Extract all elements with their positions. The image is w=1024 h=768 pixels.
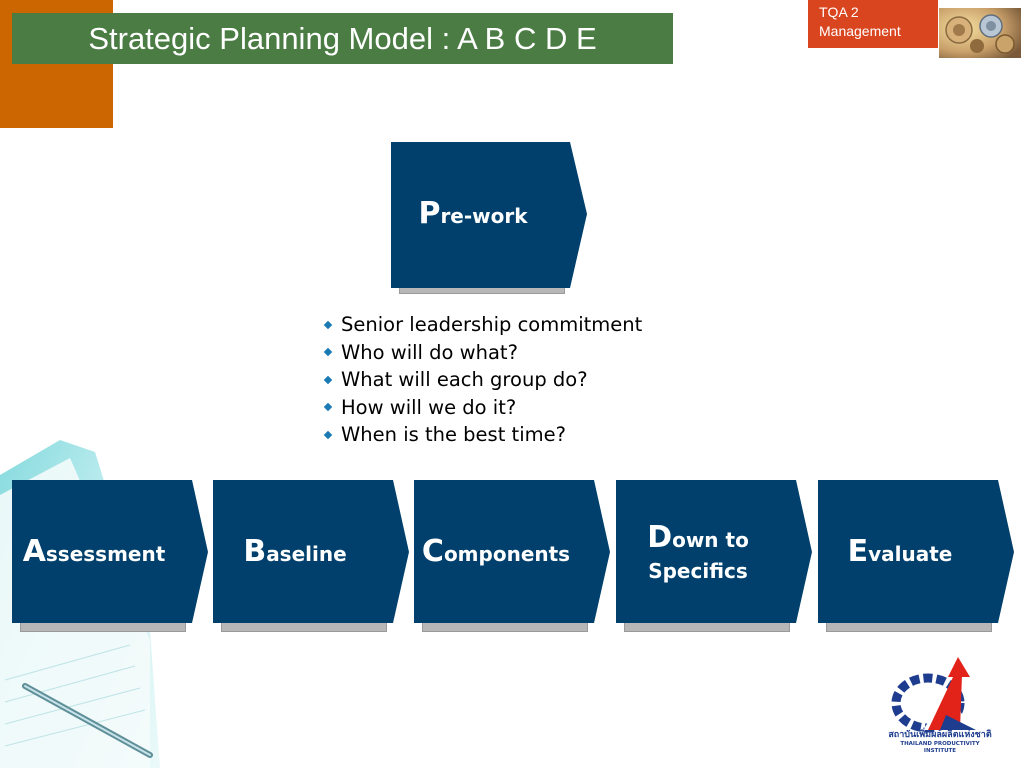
diamond-bullet-icon bbox=[323, 403, 333, 412]
bullet-item: When is the best time? bbox=[322, 421, 642, 449]
step-label: Evaluate bbox=[848, 534, 953, 569]
prework-label: Pre-work bbox=[418, 196, 527, 231]
prework-box: Pre-work bbox=[391, 142, 555, 284]
step-initial: A bbox=[22, 534, 46, 569]
page-title: Strategic Planning Model : A B C D E bbox=[12, 13, 673, 64]
step-label: Assessment bbox=[23, 534, 166, 569]
thailand-productivity-institute-logo bbox=[891, 657, 976, 733]
bullet-item: How will we do it? bbox=[322, 394, 642, 422]
bullet-text: How will we do it? bbox=[341, 395, 517, 419]
step-assessment: Assessment bbox=[12, 480, 212, 635]
bullet-text: Senior leadership commitment bbox=[341, 313, 643, 336]
diamond-bullet-icon bbox=[323, 348, 333, 357]
prework-bullet-list: Senior leadership commitment Who will do… bbox=[322, 311, 642, 449]
prework-step: Pre-work bbox=[391, 142, 591, 297]
step-label: Down to bbox=[647, 520, 749, 555]
diamond-bullet-icon bbox=[323, 375, 333, 384]
prework-rest: re-work bbox=[440, 203, 528, 228]
diamond-bullet-icon bbox=[323, 430, 333, 439]
bullet-item: Who will do what? bbox=[322, 339, 642, 367]
management-thumbnail-image bbox=[939, 8, 1021, 58]
step-rest: own to bbox=[672, 528, 749, 552]
step-rest: ssessment bbox=[45, 542, 166, 566]
prework-initial: P bbox=[418, 195, 441, 231]
bullet-text: Who will do what? bbox=[341, 340, 518, 364]
step-box: Evaluate bbox=[818, 480, 982, 623]
diamond-bullet-icon bbox=[323, 320, 333, 329]
step-box: Assessment bbox=[12, 480, 176, 623]
step-rest: omponents bbox=[443, 542, 571, 566]
bullet-item: What will each group do? bbox=[322, 366, 642, 394]
step-initial: B bbox=[243, 534, 267, 569]
logo-english-text: THAILAND PRODUCTIVITY INSTITUTE bbox=[900, 741, 980, 754]
step-initial: C bbox=[421, 534, 444, 569]
step-box: Components bbox=[414, 480, 578, 623]
step-label-line-2: Specifics bbox=[648, 559, 748, 583]
step-rest: aseline bbox=[266, 542, 347, 566]
step-box: Baseline bbox=[213, 480, 377, 623]
step-evaluate: Evaluate bbox=[818, 480, 1018, 635]
step-box: Down to Specifics bbox=[616, 480, 780, 623]
step-rest: valuate bbox=[868, 542, 953, 566]
step-label: Components bbox=[422, 534, 570, 569]
bullet-text: What will each group do? bbox=[341, 368, 588, 391]
tqa-management-badge: TQA 2 Management bbox=[808, 0, 938, 48]
step-label: Baseline bbox=[243, 534, 346, 569]
step-down-to-specifics: Down to Specifics bbox=[616, 480, 816, 635]
badge-line-2: Management bbox=[819, 23, 901, 39]
logo-thai-text: สถาบันเพิ่มผลผลิตแห่งชาติ bbox=[888, 730, 992, 740]
step-initial: D bbox=[647, 520, 673, 555]
bullet-text: When is the best time? bbox=[341, 423, 566, 446]
bullet-item: Senior leadership commitment bbox=[322, 311, 642, 339]
step-components: Components bbox=[414, 480, 614, 635]
step-initial: E bbox=[847, 534, 869, 569]
badge-line-1: TQA 2 bbox=[819, 4, 859, 20]
step-baseline: Baseline bbox=[213, 480, 413, 635]
